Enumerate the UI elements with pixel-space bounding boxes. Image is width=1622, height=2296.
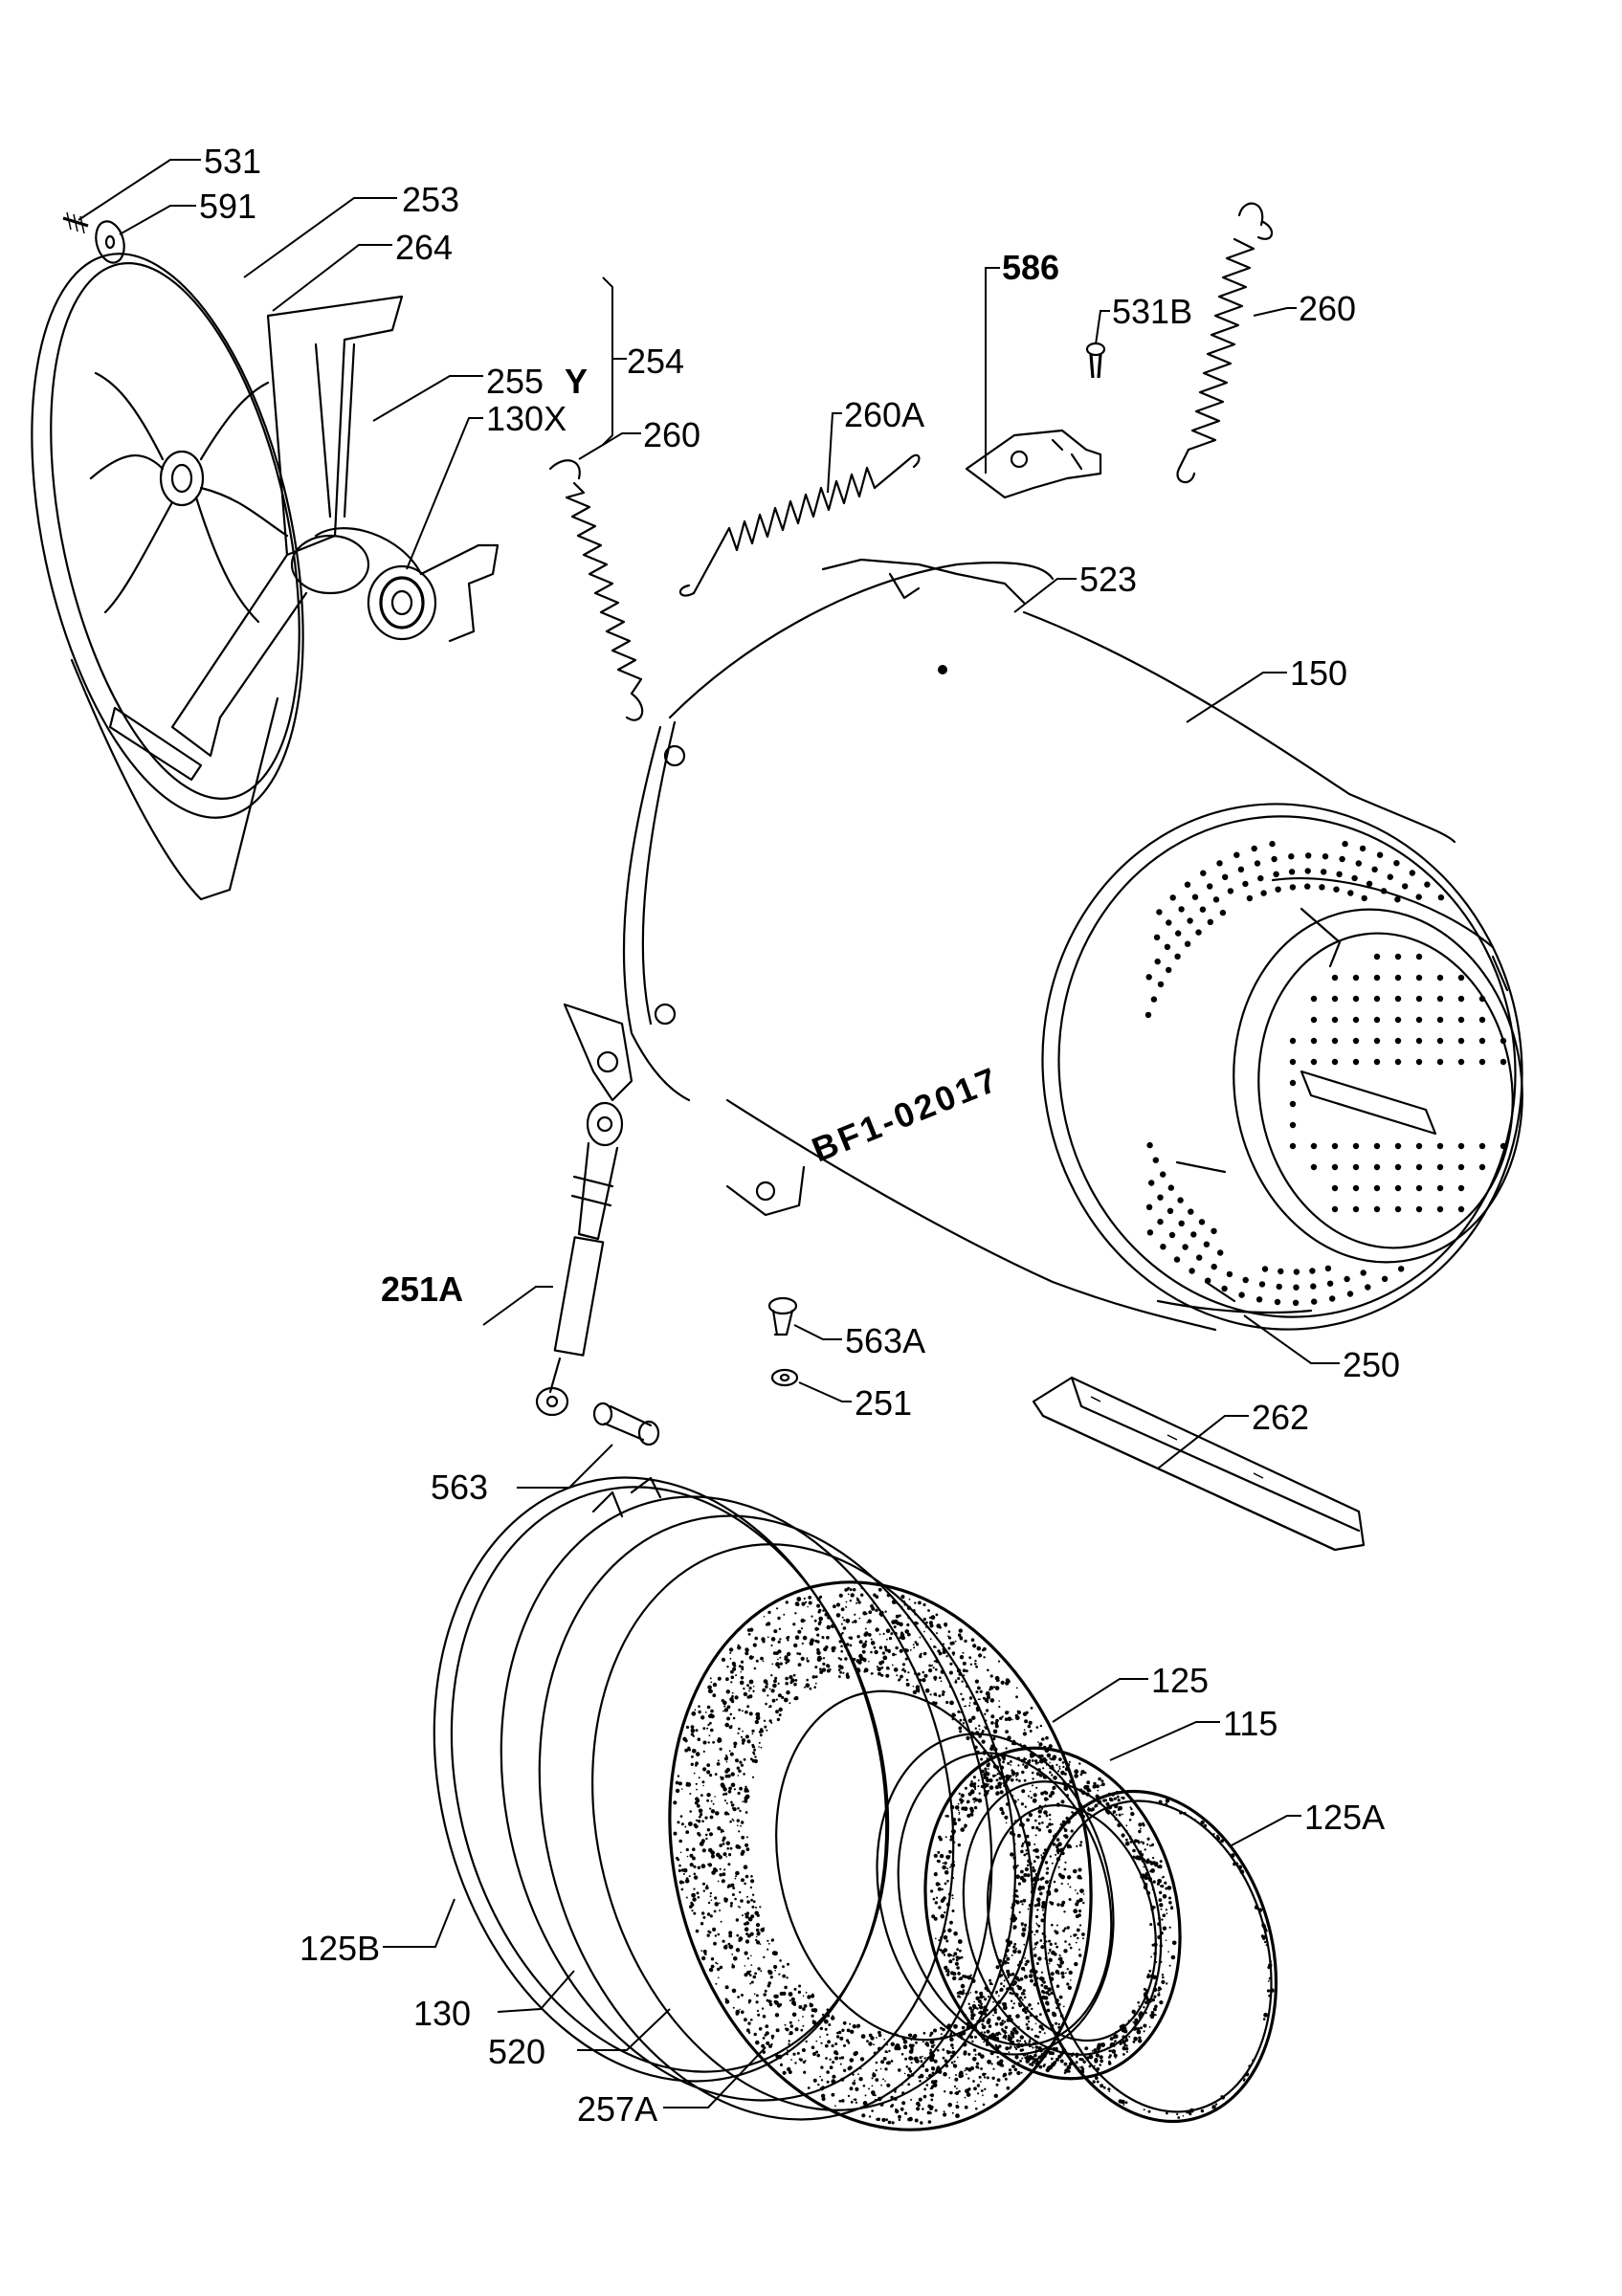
label-586: 586: [1002, 248, 1059, 287]
label-250: 250: [1343, 1345, 1400, 1384]
washer-591-icon: [95, 220, 125, 264]
screw-531-icon: [62, 211, 89, 234]
label-255: 255: [486, 362, 544, 401]
label-262: 262: [1252, 1398, 1309, 1437]
shock-absorber-251a: [535, 1101, 624, 1417]
front-tub-ring-assembly: [433, 1476, 1278, 2131]
label-125b: 125B: [300, 1929, 380, 1968]
tub-stamp: BF1-02017: [807, 1059, 1005, 1170]
bracket-586: [965, 429, 1102, 499]
label-115: 115: [1223, 1704, 1278, 1743]
drive-pulley-assembly: [31, 253, 500, 901]
label-520: 520: [488, 2032, 545, 2071]
label-531: 531: [204, 142, 261, 181]
label-563a: 563A: [845, 1321, 925, 1360]
label-563: 563: [431, 1468, 488, 1507]
drum-perforations: [1144, 840, 1507, 1307]
counterweight-texture: [673, 1586, 1275, 2125]
leader-lines: [78, 159, 1340, 2108]
label-264: 264: [395, 228, 453, 267]
label-523: 523: [1079, 560, 1137, 599]
label-125a: 125A: [1304, 1798, 1385, 1837]
label-y: Y: [565, 362, 588, 401]
label-125: 125: [1151, 1661, 1209, 1700]
label-130x: 130X: [486, 399, 567, 438]
label-251: 251: [855, 1383, 912, 1423]
bolt-563a-icon: [767, 1296, 798, 1336]
label-150: 150: [1290, 653, 1347, 693]
label-591: 591: [199, 187, 256, 226]
pin-563-icon: [592, 1402, 660, 1446]
spring-260a: [678, 453, 921, 597]
label-260-right: 260: [1299, 289, 1356, 328]
spring-260-right: [1176, 202, 1274, 484]
spring-260-left: [548, 459, 644, 721]
label-254: 254: [627, 342, 684, 381]
label-531b: 531B: [1112, 292, 1192, 331]
label-253: 253: [402, 180, 459, 219]
drum-250: [1156, 876, 1523, 1314]
part-labels: 531 591 253 264 255 Y 254 130X 260 260A …: [199, 142, 1400, 2129]
lifter-262: [1032, 1376, 1366, 1552]
wash-tub-150: [563, 558, 1523, 1332]
washer-251-icon: [770, 1368, 799, 1387]
label-260-left: 260: [643, 415, 700, 454]
label-257a: 257A: [577, 2089, 657, 2129]
label-130: 130: [413, 1994, 471, 2033]
screw-531b-icon: [1085, 342, 1106, 379]
label-251a: 251A: [381, 1269, 463, 1309]
label-260a: 260A: [844, 395, 924, 434]
